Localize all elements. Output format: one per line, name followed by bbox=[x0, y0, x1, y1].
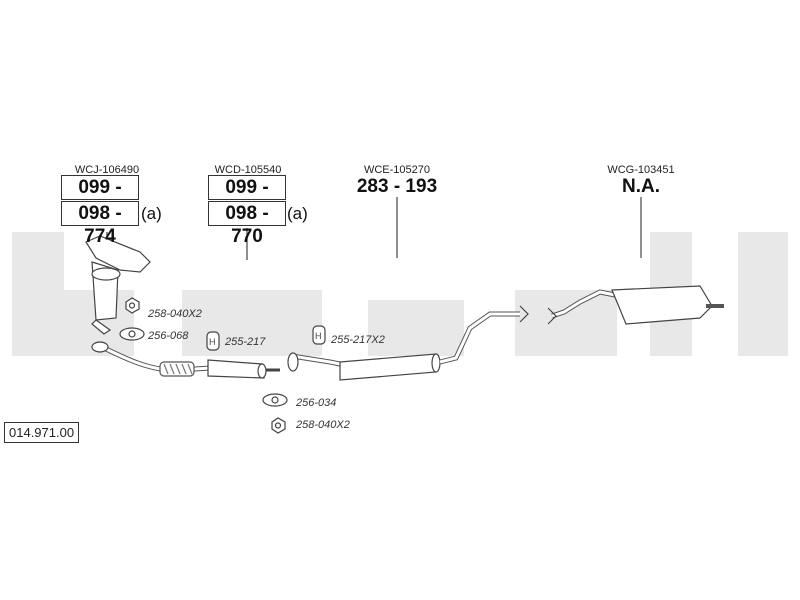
part-code-label: WCE-105270 bbox=[363, 164, 431, 176]
front-pipe bbox=[91, 341, 211, 377]
part-suffix: (a) bbox=[287, 204, 308, 223]
part-code-label: WCD-105540 bbox=[214, 164, 282, 176]
part-number-box[interactable]: 099 - 784 bbox=[61, 175, 139, 221]
part-label[interactable]: 258-040X2 bbox=[148, 308, 202, 320]
svg-text:H: H bbox=[315, 331, 322, 341]
part-number-box[interactable]: 098 - 770 bbox=[208, 201, 286, 247]
part-number[interactable]: N.A. bbox=[622, 176, 660, 197]
part-label[interactable]: 256-068 bbox=[148, 330, 189, 342]
center-muffler bbox=[287, 305, 529, 381]
part-number-box[interactable]: 098 - 774 bbox=[61, 201, 139, 247]
intermediate-catalyst bbox=[207, 359, 280, 379]
rear-muffler bbox=[547, 285, 724, 325]
part-label[interactable]: 255-217X2 bbox=[331, 334, 385, 346]
clamp-icon bbox=[312, 325, 326, 345]
part-label[interactable]: 255-217 bbox=[225, 336, 266, 348]
part-suffix: (a) bbox=[141, 204, 162, 223]
part-label[interactable]: 256-034 bbox=[296, 397, 337, 409]
clamp-icon bbox=[206, 331, 220, 351]
reference-number: 014.971.00 bbox=[4, 422, 80, 443]
manifold-catalyst bbox=[85, 235, 151, 335]
part-number[interactable]: 283 - 193 bbox=[356, 176, 438, 197]
svg-text:H: H bbox=[209, 337, 216, 347]
part-number-box[interactable]: 099 - 779 bbox=[208, 175, 286, 221]
part-code-label: WCG-103451 bbox=[607, 164, 675, 176]
part-label[interactable]: 258-040X2 bbox=[296, 419, 350, 431]
part-code-label: WCJ-106490 bbox=[74, 164, 140, 176]
